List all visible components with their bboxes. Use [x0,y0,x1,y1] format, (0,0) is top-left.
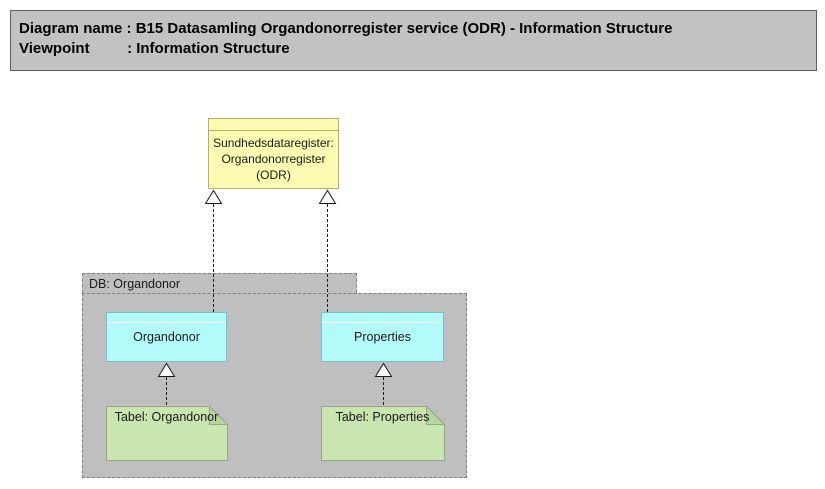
group-label: DB: Organdonor [89,276,181,291]
viewpoint-line: Viewpoint : Information Structure [19,40,290,57]
node-entity-properties[interactable]: Properties [321,312,444,362]
entity-label: Organdonor [133,330,200,344]
group-db-organdonor-tab[interactable]: DB: Organdonor [82,273,357,293]
node-entity-organdonor[interactable]: Organdonor [106,312,227,362]
diagram-name-line: Diagram name : B15 Datasamling Organdono… [19,20,673,37]
node-tabel-organdonor-label: Tabel: Organdonor [114,410,219,424]
node-label: Sundhedsdataregister: Organdonorregister… [213,135,334,182]
entity-label: Properties [354,330,411,344]
entity-title-band [322,313,443,323]
diagram-title-block: Diagram name : B15 Datasamling Organdono… [10,10,817,71]
entity-title-band [107,313,226,323]
node-tabel-properties-label: Tabel: Properties [335,410,430,424]
node-tabel-organdonor-shape[interactable] [106,405,229,461]
node-sundhedsdataregister-odr[interactable]: Sundhedsdataregister: Organdonorregister… [208,118,339,189]
node-title-band [209,119,338,131]
node-tabel-properties-shape[interactable] [321,405,446,461]
